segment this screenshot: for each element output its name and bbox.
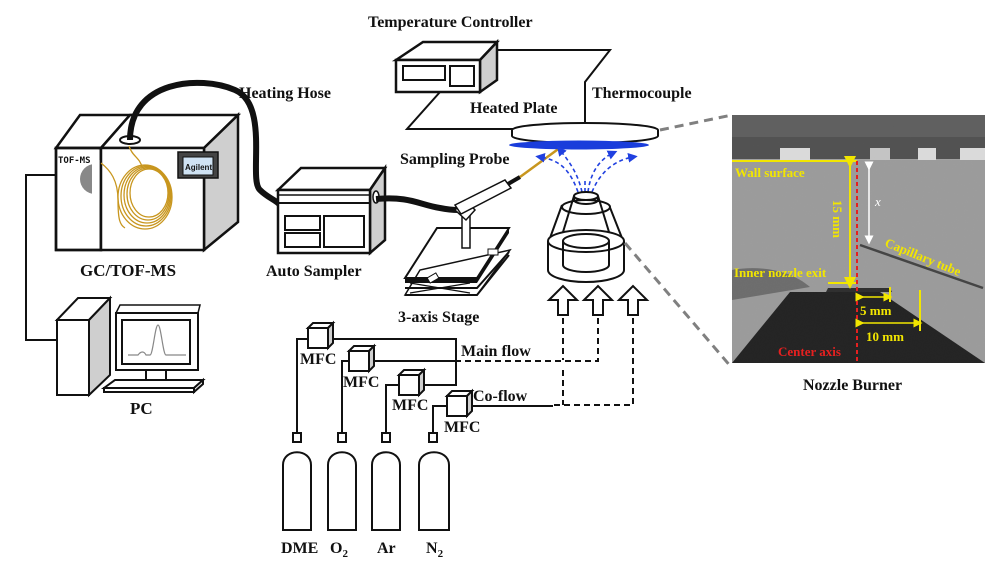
gas-label-n2: N2 xyxy=(426,540,444,560)
gas-cylinders xyxy=(282,432,450,531)
gc-column-coil-icon xyxy=(100,145,173,230)
tof-ms-tag: TOF-MS xyxy=(58,156,91,166)
zoom-connectors xyxy=(623,113,734,369)
flame-glow xyxy=(509,140,649,150)
sampling-probe-label: Sampling Probe xyxy=(400,151,510,168)
inner-nozzle-exit-label: Inner nozzle exit xyxy=(734,265,827,280)
cylinder-o2 xyxy=(327,432,357,531)
gc-tof-ms-label: GC/TOF-MS xyxy=(80,261,176,280)
nozzle-burner-label: Nozzle Burner xyxy=(803,377,902,394)
heated-plate xyxy=(509,122,659,150)
distance-15mm-label: 15 mm xyxy=(830,200,845,238)
center-axis-label: Center axis xyxy=(778,344,841,359)
gas-label-ar: Ar xyxy=(377,540,396,557)
mfc-label-1: MFC xyxy=(300,351,336,368)
heating-hose xyxy=(127,79,283,208)
mfc-label-4: MFC xyxy=(444,419,480,436)
heating-hose-label: Heating Hose xyxy=(239,85,331,102)
agilent-tag: Agilent xyxy=(185,163,212,172)
dim-10mm-label: 10 mm xyxy=(866,329,904,344)
x-symbol-label: x xyxy=(874,194,881,209)
main-flow-label: Main flow xyxy=(461,343,531,360)
auto-sampler xyxy=(274,163,388,256)
cylinder-ar xyxy=(371,432,401,531)
wall-surface-label: Wall surface xyxy=(735,165,805,180)
agilent-badge xyxy=(182,156,214,176)
gas-lines xyxy=(296,338,553,434)
sampler-probe-line xyxy=(375,195,459,213)
pc-icon xyxy=(54,295,206,398)
auto-sampler-label: Auto Sampler xyxy=(266,263,362,280)
cylinder-n2 xyxy=(418,432,450,531)
dashed-flow-lines xyxy=(455,318,634,406)
thermocouple-label: Thermocouple xyxy=(592,85,692,102)
mfc-units xyxy=(305,320,475,419)
dim-5mm-label: 5 mm xyxy=(860,303,892,318)
mfc-label-2: MFC xyxy=(343,374,379,391)
gc-tof-ms-instrument xyxy=(53,79,283,253)
nozzle-burner-photo xyxy=(732,115,985,363)
cylinder-dme xyxy=(282,432,312,531)
pc-label: PC xyxy=(130,399,153,418)
three-axis-stage xyxy=(403,198,512,296)
co-flow-label: Co-flow xyxy=(473,388,528,405)
gas-label-dme: DME xyxy=(281,540,318,557)
pc-gc-cable xyxy=(25,174,56,341)
nozzle-burner xyxy=(547,191,625,283)
mfc-label-3: MFC xyxy=(392,397,428,414)
heated-plate-label: Heated Plate xyxy=(470,100,558,117)
chromatogram-peak xyxy=(128,324,186,356)
three-axis-stage-label: 3-axis Stage xyxy=(398,309,479,326)
temperature-controller-label: Temperature Controller xyxy=(368,14,533,31)
gas-label-o2: O2 xyxy=(330,540,348,560)
temperature-controller xyxy=(391,38,613,130)
inflow-arrows xyxy=(546,284,650,316)
stagnation-flow-arrows xyxy=(535,146,638,193)
